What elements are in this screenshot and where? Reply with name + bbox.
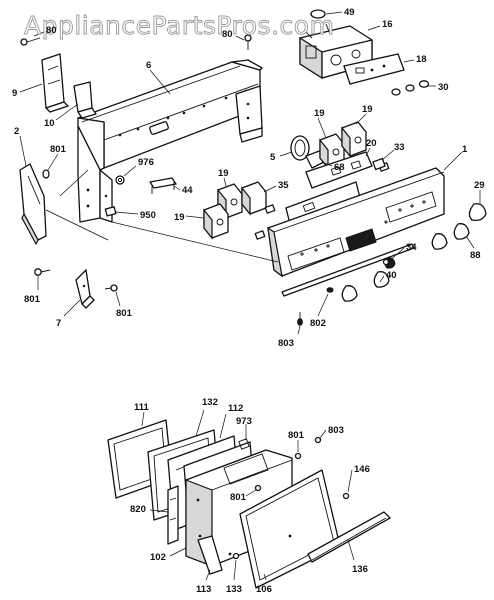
callout-9: 9 [12,88,17,99]
callout-803-lower: 803 [328,425,344,436]
callout-5: 5 [270,152,276,163]
callout-102: 102 [150,552,166,563]
callout-19-upper-right: 19 [362,104,373,115]
callout-146: 146 [354,464,370,475]
callout-820: 820 [130,504,146,515]
callout-68: 68 [334,162,345,173]
frame-left-end-plate [77,125,113,223]
part-7-lower-bracket [75,269,95,309]
part-2-end-trim [19,163,47,246]
callout-19-left: 19 [174,212,185,223]
frame-right-end-plate [235,85,263,143]
part-950-clip [104,206,117,217]
part-9-bracket [41,53,69,113]
part-19-switch-upper-right [341,121,367,158]
part-80-screw-right [244,34,252,50]
part-113-door-side [197,535,223,575]
part-1-control-panel [267,167,445,278]
part-801-screw-door-mid [254,484,262,492]
callout-29: 29 [474,180,485,191]
part-803-screw-upper [297,312,303,326]
part-18-clock-overlay [343,53,405,85]
part-6-backsplash-frame [77,59,263,171]
part-80-screw-left [20,37,41,46]
callout-18: 18 [416,54,427,65]
part-801-screw-door-top [294,452,302,460]
part-801-screw-lower-left [34,268,51,276]
callout-802: 802 [310,318,326,329]
part-802-screw [326,287,334,293]
callout-7: 7 [56,318,61,329]
part-136-door-handle [307,511,391,563]
part-803-screw-door-top [314,436,322,444]
callout-803-upper: 803 [278,338,294,349]
callout-1: 1 [462,144,468,155]
callout-34: 34 [406,242,417,253]
part-49-washer [310,9,326,19]
callout-10: 10 [44,118,55,129]
callout-80-left: 80 [46,25,57,36]
callout-136: 136 [352,564,368,575]
part-34-bolt [382,258,390,266]
part-133-screw [232,552,240,560]
callout-106: 106 [256,584,272,595]
watermark-text: AppliancePartsPros.com [24,11,334,40]
part-19-switch-lower-left [203,203,229,240]
part-29-knob [468,203,487,222]
panel-trim-rail [281,243,415,297]
callout-20: 20 [366,138,377,149]
panel-burner-marks [300,200,426,256]
callout-30: 30 [438,82,449,93]
part-33-indicator [372,157,386,171]
callout-133: 133 [226,584,242,595]
part-44-wire-clip [149,177,177,194]
part-68-switch-bracket [305,151,373,189]
callout-801-upper: 801 [50,144,67,155]
part-19-switch-upper-left [319,133,345,170]
callout-2: 2 [14,126,19,137]
callout-80-right: 80 [222,29,233,40]
callout-19-mid: 19 [218,168,229,179]
part-30-clock-knobs [391,80,430,96]
callout-49: 49 [344,7,355,18]
part-146-screw [342,492,350,500]
part-10-clip [73,81,97,119]
part-801-screw-upper-left [42,169,50,179]
part-976-grommet [115,175,125,185]
callout-labels: 49 16 18 30 80 80 6 9 10 2 801 976 44 95… [12,7,485,595]
callout-801-lower-right: 801 [116,308,133,319]
callout-111: 111 [134,402,150,413]
callout-973: 973 [236,416,252,427]
callout-801-door-mid: 801 [230,492,247,503]
callout-112: 112 [228,403,243,414]
part-35-switch [241,181,267,216]
callout-6: 6 [146,60,151,71]
callout-16: 16 [382,19,393,30]
callout-801-lower-left: 801 [24,294,41,305]
callout-33: 33 [394,142,405,153]
callout-113: 113 [196,584,211,595]
callout-801-door-top: 801 [288,430,305,441]
callout-132: 132 [202,397,218,408]
callout-44: 44 [182,185,193,196]
callout-88: 88 [470,250,481,261]
callout-976: 976 [138,157,154,168]
part-820-hinge [167,485,179,545]
callout-40: 40 [386,270,397,281]
callout-950: 950 [140,210,156,221]
callout-35: 35 [278,180,289,191]
callout-19-upper-left: 19 [314,108,325,119]
lower-leader-lines [141,409,355,581]
part-88-knob-group [431,223,470,250]
upper-leader-lines [19,11,481,335]
part-801-screw-lower-right [104,284,118,292]
